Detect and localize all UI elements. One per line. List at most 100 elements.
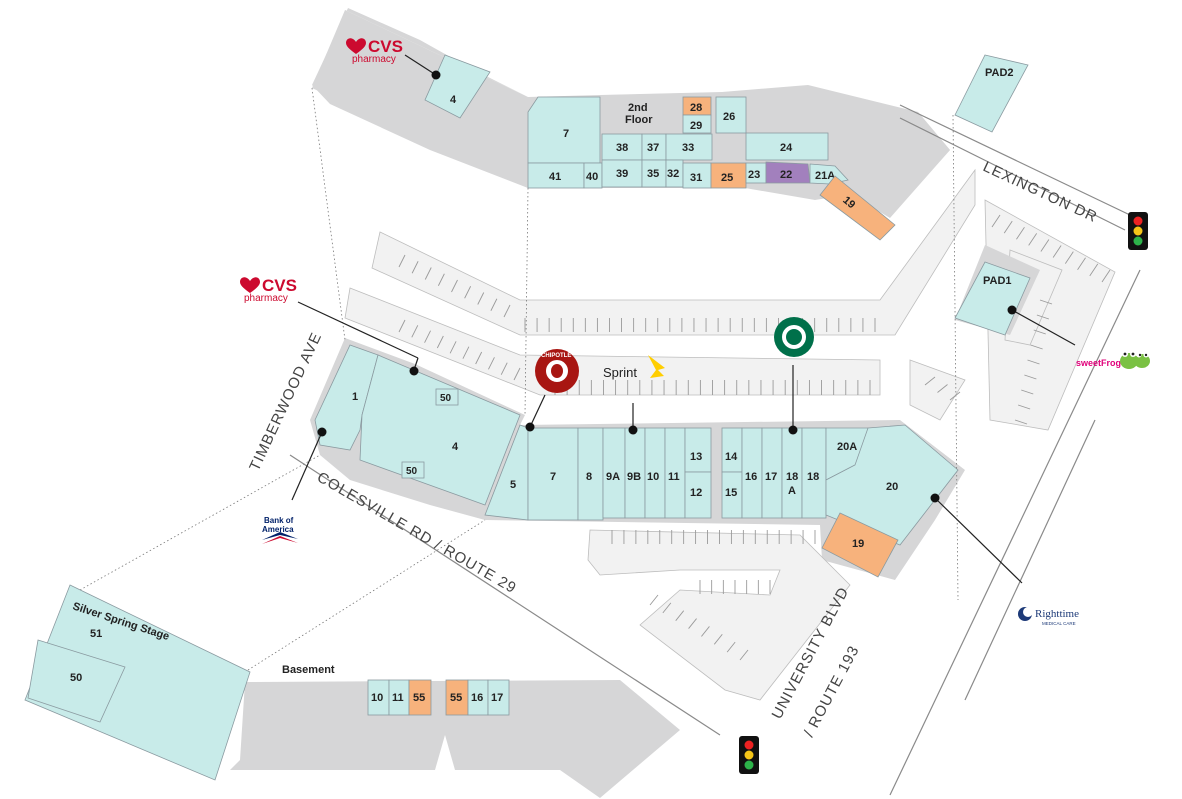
boa-flag-icon (262, 532, 298, 544)
cvs-top-logo[interactable]: CVS pharmacy (346, 37, 403, 65)
store-50b-label: 50 (406, 466, 418, 477)
parking-stall (1036, 314, 1050, 320)
starbucks-crown-icon (787, 325, 801, 331)
store-13[interactable] (684, 427, 712, 473)
store-13-label: 13 (690, 451, 702, 463)
cvs-top-connector (404, 54, 437, 76)
parking-stall (513, 367, 521, 381)
traffic-light-icon (1128, 212, 1148, 250)
store-12[interactable] (684, 471, 712, 519)
parking-stall (1017, 404, 1031, 410)
store-33-label: 33 (682, 142, 694, 154)
second-floor-label-2: Floor (625, 114, 653, 126)
parking-stall (1016, 226, 1025, 240)
store-4-label: 4 (452, 441, 459, 453)
parking-stall (1052, 245, 1062, 258)
traffic-light-icon-2 (739, 736, 759, 774)
starbucks-marker[interactable] (788, 425, 798, 435)
parking-stalls (398, 214, 1111, 661)
parking-lot-center (344, 287, 881, 396)
parking-stall (451, 279, 458, 293)
cvs-top-marker[interactable] (431, 70, 441, 80)
store-9b-label: 9B (627, 471, 641, 483)
parking-stall (991, 214, 1001, 228)
stage-51-label: 51 (90, 628, 102, 640)
store-19[interactable] (821, 512, 899, 578)
store-4[interactable] (359, 354, 521, 506)
chipotle-logo[interactable]: CHIPOTLE (535, 349, 579, 393)
leader-dash-1 (311, 87, 346, 341)
basement-17[interactable] (487, 679, 510, 716)
parking-stall (949, 391, 961, 401)
starbucks-logo[interactable] (774, 317, 814, 357)
store-50a-label: 50 (440, 393, 452, 404)
store-20-label: 20 (886, 481, 898, 493)
pad2[interactable] (954, 54, 1029, 133)
parking-stall (500, 362, 508, 375)
parking-stall (662, 602, 672, 614)
boa-marker[interactable] (317, 427, 327, 437)
basement-55b-label: 55 (450, 692, 462, 704)
parking-stall (924, 376, 936, 386)
righttime-name: Righttime (1035, 608, 1079, 620)
store-31[interactable] (682, 162, 712, 189)
store-18-label: 18 (807, 471, 819, 483)
parking-stall (1101, 269, 1111, 283)
boa-logo[interactable]: Bank of America (262, 516, 298, 544)
parking-stall (726, 641, 736, 653)
cvs-main-sub: pharmacy (244, 293, 288, 304)
store-14[interactable] (721, 427, 743, 473)
store-18[interactable] (801, 427, 827, 519)
frog-icon (1120, 351, 1150, 369)
store-26-label: 26 (723, 111, 735, 123)
second-floor-label-1: 2nd (628, 102, 648, 114)
sprint-logo[interactable]: Sprint (603, 355, 665, 380)
sprint-marker[interactable] (628, 425, 638, 435)
sweetfrog-name: sweetFrog (1076, 358, 1121, 368)
cvs-main-marker[interactable] (409, 366, 419, 376)
store-50b[interactable] (401, 461, 425, 479)
cvs-main-logo[interactable]: CVS pharmacy (240, 276, 297, 304)
store-21a-label: 21A (815, 170, 835, 182)
righttime-sub: MEDICAL CARE (1042, 621, 1076, 626)
store-38[interactable] (601, 133, 643, 161)
store-50a[interactable] (435, 388, 459, 406)
store-29[interactable] (682, 114, 712, 134)
righttime-connector (934, 497, 1023, 584)
basement-11-label: 11 (392, 692, 404, 704)
righttime-marker[interactable] (930, 493, 940, 503)
store-top-4[interactable] (424, 54, 491, 119)
pad1[interactable] (954, 261, 1031, 336)
chipotle-marker[interactable] (525, 422, 535, 432)
lexington-road-line2 (899, 117, 1126, 231)
store-37[interactable] (641, 133, 667, 161)
parking-stall (937, 384, 948, 393)
store-41[interactable] (527, 162, 585, 189)
store-5-label: 5 (510, 479, 516, 491)
store-stage-50[interactable] (27, 639, 126, 723)
parking-stall (411, 261, 419, 274)
store-33[interactable] (665, 133, 713, 161)
store-26[interactable] (715, 96, 747, 134)
parking-stall (1028, 233, 1038, 246)
parking-stall (1033, 329, 1046, 335)
store-35[interactable] (641, 159, 667, 188)
parking-stall (1089, 263, 1099, 277)
righttime-logo[interactable]: Righttime MEDICAL CARE (1018, 607, 1079, 626)
sweetfrog-marker[interactable] (1007, 305, 1017, 315)
store-11-label: 11 (668, 471, 680, 483)
store-8-label: 8 (586, 471, 592, 483)
store-24[interactable] (745, 132, 829, 161)
cvs-main-name: CVS (262, 276, 297, 295)
sweetfrog-logo[interactable]: sweetFrog (1076, 351, 1150, 369)
parking-stall (688, 618, 697, 629)
store-39[interactable] (601, 159, 643, 188)
basement-55a[interactable] (408, 679, 432, 716)
store-41-label: 41 (549, 171, 561, 183)
parking-stall (424, 330, 431, 343)
store-18a-label-1: 18 (786, 471, 798, 483)
chipotle-connector (529, 394, 546, 428)
store-top-7-label: 7 (563, 128, 569, 140)
cvs-main-connector (297, 301, 419, 359)
store-19-top[interactable] (819, 175, 896, 241)
